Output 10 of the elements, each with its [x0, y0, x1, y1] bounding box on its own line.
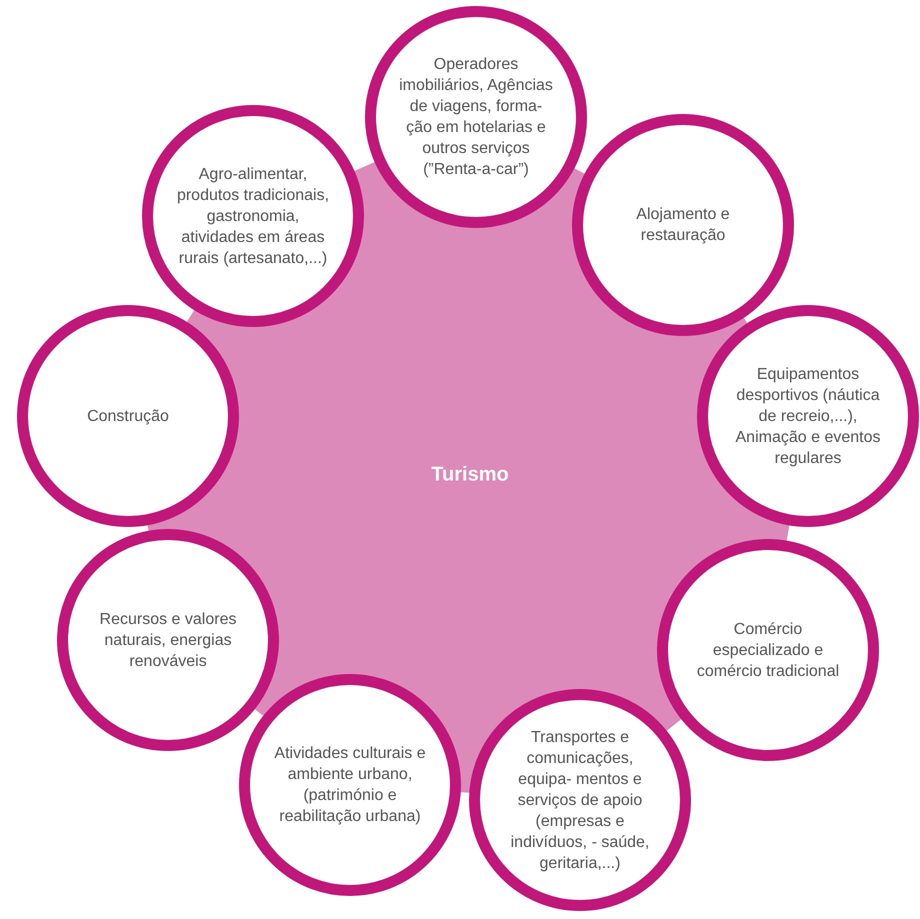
circle-node: Construção — [17, 305, 239, 527]
circle-node: Comércio especializado e comércio tradicional — [657, 539, 879, 761]
circle-node: Atividades culturais e ambiente urbano, (património e reabilitação urbana) — [239, 674, 461, 896]
circle-node: Equipamentos desportivos (náutica de recreio,...), Animação e eventos regulares — [697, 305, 919, 527]
circle-node: Operadores imobiliários, Agências de viagens, forma- ção em hotelarias e outros serviços (”Renta-a-car”) — [365, 6, 587, 228]
circle-node: Recursos e valores naturais, energias renováveis — [57, 529, 279, 751]
circle-node: Transportes e comunicações, equipa- mentos e serviços de apoio (empresas e indivíduos, - saúde, geritaria,...) — [469, 689, 691, 911]
hub-label: Turismo — [431, 464, 509, 486]
circle-node: Agro-alimentar, produtos tradicionais, gastronomia, atividades em áreas rurais (artesanato,...) — [142, 105, 364, 327]
circle-node: Alojamento e restauração — [572, 114, 794, 336]
